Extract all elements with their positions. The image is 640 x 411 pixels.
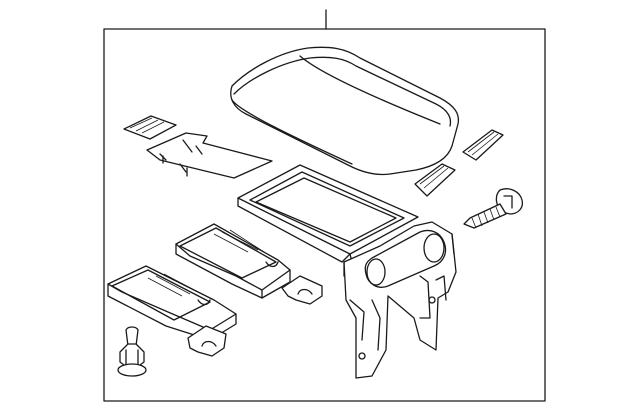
assembly-frame xyxy=(103,28,546,402)
lid-pad-right-lower xyxy=(414,163,456,197)
screw xyxy=(463,188,524,229)
lid-pad-right-upper xyxy=(462,129,504,161)
armrest-lid xyxy=(230,46,460,176)
pushpin-clip xyxy=(117,326,147,377)
lid-pad-strip xyxy=(146,132,273,179)
upper-tray xyxy=(175,223,323,305)
hinge-bracket-assembly xyxy=(343,221,457,379)
lid-pad-left xyxy=(123,115,177,140)
lower-tray xyxy=(107,265,237,357)
storage-bin-frame xyxy=(237,164,419,263)
